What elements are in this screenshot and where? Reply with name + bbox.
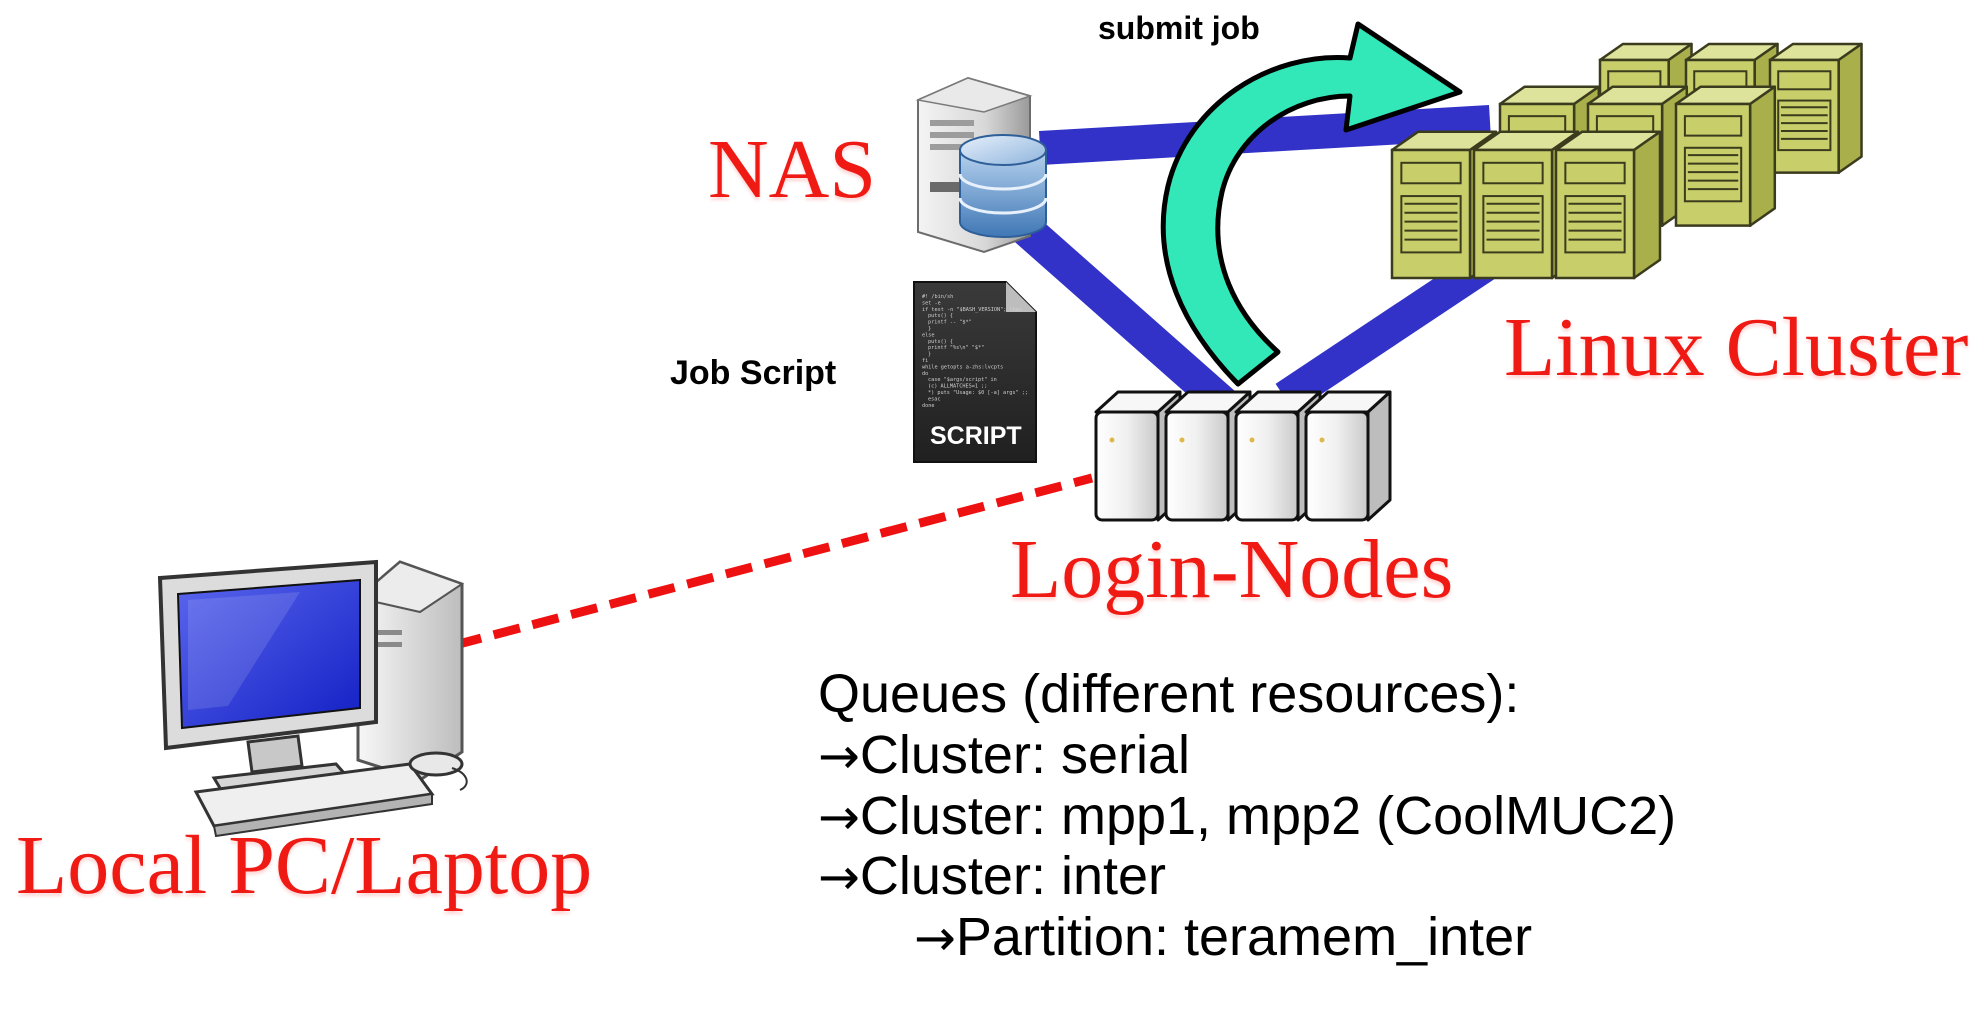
link-local-login-dashed [453, 473, 1094, 650]
script-code-line: } [928, 326, 931, 332]
script-badge-label: SCRIPT [930, 422, 1022, 450]
script-code-line: while getopts a-zhs:lvcpts [922, 364, 1003, 370]
link-nas-login [998, 202, 1237, 418]
arrow-icon: → [818, 848, 860, 907]
script-code-line: else [922, 332, 935, 338]
database-icon [958, 134, 1048, 238]
queue-item-text: Cluster: mpp1, mpp2 (CoolMUC2) [859, 785, 1677, 846]
script-code-line: printf -- "$*" [928, 320, 972, 326]
script-code-line: esac [928, 396, 941, 402]
queues-list: Queues (different resources): →Cluster: … [818, 664, 1676, 968]
login-nodes-label: Login-Nodes [1010, 523, 1454, 616]
cluster-server [1390, 130, 1498, 280]
cluster-server [1674, 85, 1777, 227]
submit-job-arrow [1160, 21, 1463, 387]
login-nodes-icon [1094, 390, 1392, 522]
script-code-line: *) puts "Usage: $0 [-a] args" ;; [928, 390, 1028, 396]
queue-sub-item-text: Partition: teramem_inter [955, 907, 1533, 968]
job-script-label: Job Script [670, 354, 837, 392]
arrow-icon: → [818, 787, 860, 846]
nas-label: NAS [708, 123, 877, 216]
script-code-line: fi [922, 358, 928, 364]
script-code-line: if test -n "$BASH_VERSION"; then [922, 307, 1022, 313]
queues-heading: Queues (different resources): [818, 664, 1520, 724]
script-code-line: puts() { [928, 339, 953, 345]
script-code-line: do [922, 371, 928, 377]
cluster-server [1768, 42, 1863, 174]
queue-item: →Cluster: serial [818, 725, 1676, 786]
script-code-line: (c) ALLMATCHES=1 ;; [928, 384, 987, 390]
cluster-server [1554, 130, 1662, 280]
local-pc-icon [157, 559, 468, 838]
linux-cluster-label: Linux Cluster [1504, 301, 1969, 394]
link-nas-cluster [1039, 105, 1491, 165]
arrow-icon: → [914, 909, 956, 968]
script-code-line: puts() { [928, 313, 953, 319]
script-code-line: #! /bin/sh [922, 294, 953, 300]
queue-item-text: Cluster: inter [859, 846, 1167, 907]
queue-sub-item: →Partition: teramem_inter [818, 907, 1676, 968]
queue-item: →Cluster: mpp1, mpp2 (CoolMUC2) [818, 786, 1676, 847]
script-code-line: done [922, 403, 935, 409]
script-code-line: printf "%s\n" "$*" [928, 345, 984, 351]
arrow-icon: → [818, 726, 860, 785]
linux-cluster-icon [1390, 42, 1863, 280]
script-code-line: set -e [922, 300, 941, 306]
script-code-line: } [928, 352, 931, 358]
submit-job-label: submit job [1098, 10, 1260, 46]
login-node-server [1304, 390, 1392, 522]
queue-item-text: Cluster: serial [859, 724, 1190, 785]
local-pc-label: Local PC/Laptop [16, 819, 593, 912]
script-code-line: case "$args/script" in [928, 377, 997, 383]
nas-server-icon [915, 76, 1048, 254]
queue-item: →Cluster: inter [818, 846, 1676, 907]
